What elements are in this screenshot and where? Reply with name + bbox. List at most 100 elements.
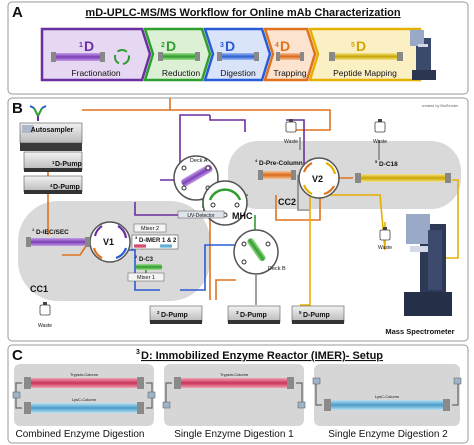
dim-1-name: Fractionation: [71, 68, 120, 78]
mixer-1-label: Mixer 1: [137, 275, 155, 281]
trypsin-label-2: Trypsin-Column: [220, 372, 248, 377]
dim-4-sup: 4: [275, 42, 279, 49]
ms-label: Mass Spectrometer: [385, 327, 454, 336]
dim-1-label: D: [84, 38, 94, 54]
c3-column: 2 D-C3: [135, 254, 162, 270]
pump-5: 5 D-Pump: [291, 305, 345, 324]
trypsin-label-1: Trypsin-Column: [70, 372, 98, 377]
waste-bottle-middle: Waste: [378, 227, 392, 251]
dim-3-header: 3 D: [220, 38, 235, 54]
waste-bottle-right: Waste: [373, 119, 387, 145]
mixer-1: Mixer 1: [127, 272, 165, 282]
dim-2-sup: 2: [161, 42, 165, 49]
imer-columns: 3 D-IMER 1 & 2: [131, 234, 179, 250]
c18-label: D-C18: [379, 161, 398, 168]
pump-3-label: D-Pump: [240, 312, 267, 319]
mixer-2-label: Mixer 2: [141, 226, 159, 232]
dim-4-header: 4 D: [275, 38, 290, 54]
mass-spectrometer: Mass Spectrometer: [385, 214, 455, 336]
dim-5-sup: 5: [351, 42, 355, 49]
pump-4: 4 D-Pump: [23, 175, 83, 194]
pump-2: 2 D-Pump: [149, 305, 203, 324]
dim-3-sup: 3: [220, 42, 224, 49]
v2-label: V2: [312, 174, 323, 184]
panel-a-letter: A: [12, 4, 23, 21]
antibody-icon: [29, 105, 47, 121]
dim-2-column-icon: [158, 52, 200, 61]
dim-1-column-icon: [51, 49, 130, 65]
pump-3-sup: 3: [236, 310, 239, 315]
panel-c-letter: C: [12, 347, 23, 364]
deck-a: Deck A: [173, 155, 219, 201]
uv-label: UV-Detector: [187, 213, 215, 219]
dim-5-column-icon: [329, 52, 403, 61]
pump-5-sup: 5: [299, 310, 302, 315]
iec-column: 1 D-IEC/SEC: [26, 227, 90, 247]
deck-b: Deck B: [233, 229, 286, 275]
cc1-label: CC1: [30, 284, 48, 294]
pump-1: 1 D-Pump: [23, 151, 83, 172]
mhc-label: MHC: [232, 211, 253, 221]
lysc-label-3: LysC-Column: [375, 394, 399, 399]
dim-1-sup: 1: [79, 42, 83, 49]
valve-v1: V1: [89, 221, 131, 263]
trypsin-column-2: [180, 378, 288, 388]
uv-detector: UV-Detector: [177, 210, 225, 219]
c18-sup: 5: [375, 159, 378, 164]
dim-3-name: Digestion: [220, 68, 256, 78]
deck-a-label: Deck A: [190, 158, 208, 164]
caption-single-1: Single Enzyme Digestion 1: [174, 429, 294, 440]
credit-label: created by BioRender: [422, 104, 459, 108]
pre-column: 4 D-Pre-Column: [255, 158, 303, 180]
pump-4-sup: 4: [50, 183, 53, 188]
dim-names: Fractionation Reduction Digestion Trappi…: [71, 68, 397, 78]
dim-4-column-icon: [276, 52, 304, 61]
dim-5-name: Peptide Mapping: [333, 68, 397, 78]
imer-label: D-IMER 1 & 2: [139, 238, 177, 244]
precol-sup: 4: [255, 158, 258, 163]
waste-label-2: Waste: [284, 139, 298, 145]
dim-2-header: 2 D: [161, 38, 176, 54]
dim-4-name: Trapping: [273, 68, 307, 78]
dim-4-label: D: [280, 38, 290, 54]
recycle-icon: [114, 49, 130, 65]
pump-2-sup: 2: [157, 310, 160, 315]
pump-4-label: D-Pump: [53, 184, 80, 191]
dim-5-label: D: [356, 38, 366, 54]
pump-2-label: D-Pump: [161, 312, 188, 319]
waste-label-3: Waste: [373, 139, 387, 145]
setup-3-box: [314, 364, 460, 426]
waste-bottle-top: Waste: [284, 119, 298, 145]
setup-1-columns: Trypsin-Column LysC-Column: [12, 372, 156, 414]
deck-b-label: Deck B: [268, 266, 286, 272]
waste-bottle-left: Waste: [38, 302, 52, 329]
dim-5-header: 5 D: [351, 38, 366, 54]
iec-sup: 1: [32, 227, 35, 232]
mass-spec-icon-small: [410, 30, 436, 80]
iec-label: D-IEC/SEC: [36, 229, 69, 236]
v1-label: V1: [103, 237, 114, 247]
dim-3-label: D: [225, 38, 235, 54]
pump-3: 3 D-Pump: [227, 305, 281, 324]
dim-1-header: 1 D: [79, 38, 94, 54]
waste-label-1: Waste: [38, 323, 52, 329]
panel-a-title: mD-UPLC-MS/MS Workflow for Online mAb Ch…: [85, 7, 400, 19]
dim-2-label: D: [166, 38, 176, 54]
lysc-column-1: [30, 403, 138, 413]
pump-1-label: D-Pump: [55, 161, 82, 168]
cc2-zone: [228, 141, 461, 209]
cc2-label: CC2: [278, 197, 296, 207]
pump-5-label: D-Pump: [303, 312, 330, 319]
c18-column: 5 D-C18: [355, 159, 451, 183]
lysc-label-1: LysC-Column: [72, 397, 96, 402]
autosampler: Autosampler: [19, 122, 83, 151]
waste-label-4: Waste: [378, 245, 392, 251]
trypsin-column-1: [30, 378, 138, 388]
dim-3-column-icon: [217, 52, 259, 61]
imer-sup: 3: [135, 235, 138, 240]
caption-single-2: Single Enzyme Digestion 2: [328, 429, 448, 440]
setup-2-columns: Trypsin-Column: [162, 372, 306, 409]
setup-3-columns: LysC-Column: [312, 377, 462, 411]
caption-combined: Combined Enzyme Digestion: [16, 429, 145, 440]
